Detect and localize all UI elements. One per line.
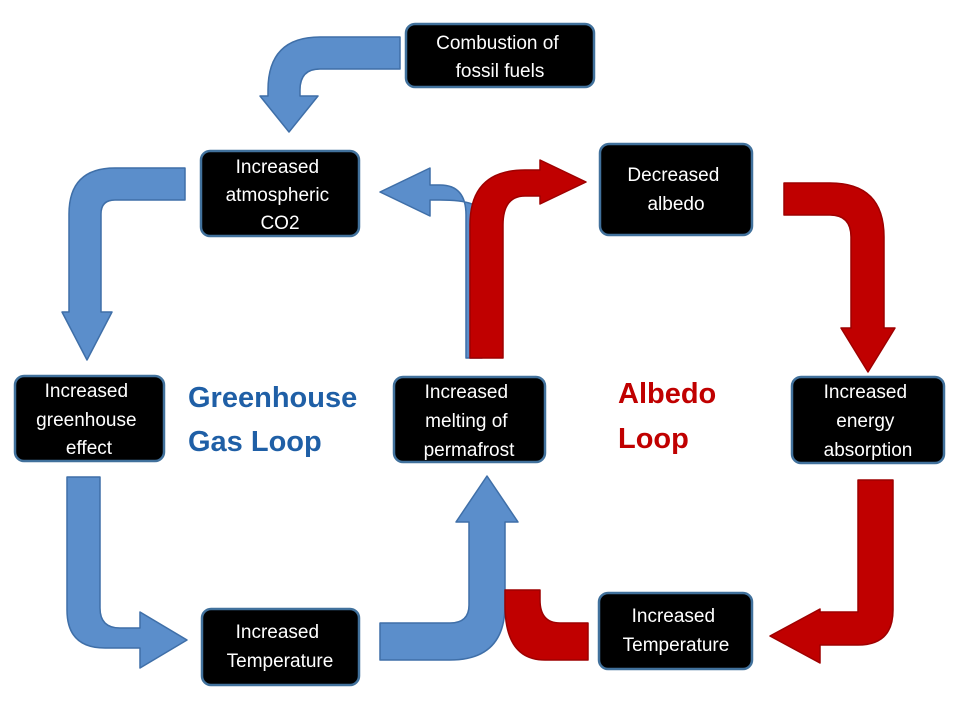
node-permafrost-line-3: permafrost bbox=[424, 440, 516, 461]
greenhouse-loop-line-1: Greenhouse bbox=[188, 382, 357, 414]
node-energy-absorption-text: Increased energy absorption bbox=[824, 382, 913, 461]
arrow-permafrost-to-albedo bbox=[469, 159, 587, 359]
node-permafrost-text: Increased melting of permafrost bbox=[424, 382, 516, 461]
node-energy-absorption-line-1: Increased bbox=[824, 382, 907, 403]
arrow-albedo-to-energy bbox=[783, 182, 896, 373]
node-greenhouse-effect: Increased greenhouse effect bbox=[13, 374, 166, 463]
arrow-permafrost-to-co2 bbox=[379, 167, 483, 359]
node-permafrost-line-2: melting of bbox=[425, 411, 508, 432]
node-co2-line-3: CO2 bbox=[260, 213, 299, 234]
albedo-loop-line-2: Loop bbox=[618, 423, 689, 455]
node-albedo-text: Decreased albedo bbox=[627, 165, 724, 215]
node-energy-absorption: Increased energy absorption bbox=[790, 375, 946, 465]
arrow-combustion-to-co2 bbox=[259, 36, 401, 133]
node-temperature-left-line-2: Temperature bbox=[227, 651, 334, 672]
node-temperature-right-line-1: Increased bbox=[632, 606, 715, 627]
albedo-loop-label: Albedo Loop bbox=[618, 378, 724, 455]
albedo-loop-line-1: Albedo bbox=[618, 378, 716, 410]
node-combustion-line-1: Combustion of bbox=[436, 33, 559, 54]
node-temperature-left-text: Increased Temperature bbox=[227, 622, 334, 672]
node-energy-absorption-line-2: energy bbox=[836, 411, 895, 432]
node-co2-line-2: atmospheric bbox=[226, 185, 330, 206]
node-albedo: Decreased albedo bbox=[598, 142, 754, 237]
arrow-temperature-to-permafrost bbox=[379, 475, 519, 661]
node-greenhouse-effect-line-1: Increased bbox=[45, 381, 128, 402]
arrow-co2-to-greenhouse bbox=[61, 167, 186, 361]
arrow-energy-to-temperature bbox=[769, 479, 894, 664]
arrow-greenhouse-to-temperature bbox=[66, 476, 188, 669]
node-co2: Increased atmospheric CO2 bbox=[199, 149, 361, 238]
node-temperature-right-text: Increased Temperature bbox=[623, 606, 730, 656]
greenhouse-loop-line-2: Gas Loop bbox=[188, 426, 322, 458]
node-temperature-left: Increased Temperature bbox=[200, 607, 361, 687]
node-combustion-line-2: fossil fuels bbox=[456, 61, 545, 82]
node-greenhouse-effect-text: Increased greenhouse effect bbox=[36, 381, 142, 459]
node-energy-absorption-line-3: absorption bbox=[824, 440, 913, 461]
node-permafrost-line-1: Increased bbox=[425, 382, 508, 403]
node-greenhouse-effect-line-3: effect bbox=[66, 438, 113, 459]
node-combustion-text: Combustion of fossil fuels bbox=[436, 33, 564, 82]
node-temperature-right-line-2: Temperature bbox=[623, 635, 730, 656]
node-albedo-line-2: albedo bbox=[647, 194, 704, 215]
greenhouse-loop-label: Greenhouse Gas Loop bbox=[188, 382, 365, 458]
node-temperature-left-line-1: Increased bbox=[236, 622, 319, 643]
node-co2-text: Increased atmospheric CO2 bbox=[226, 157, 335, 234]
node-temperature-right: Increased Temperature bbox=[597, 591, 754, 671]
node-combustion: Combustion of fossil fuels bbox=[404, 22, 596, 89]
node-permafrost: Increased melting of permafrost bbox=[392, 375, 547, 464]
node-greenhouse-effect-line-2: greenhouse bbox=[36, 410, 136, 431]
node-co2-line-1: Increased bbox=[236, 157, 319, 178]
arrow-temperature-to-permafrost-red bbox=[504, 589, 589, 661]
node-albedo-line-1: Decreased bbox=[627, 165, 719, 186]
